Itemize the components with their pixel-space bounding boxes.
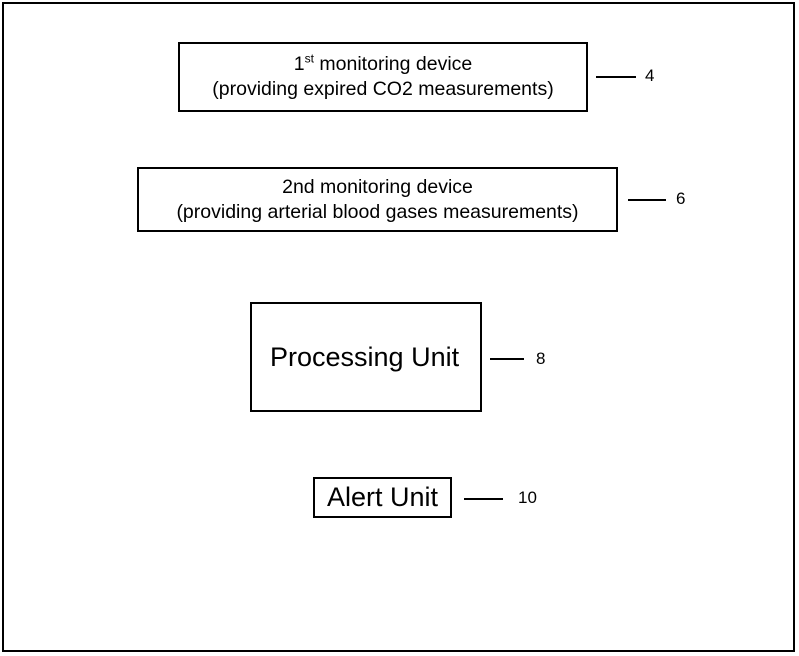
block-processing-unit-label: Processing Unit xyxy=(270,341,460,372)
first-device-ordinal-number: 1 xyxy=(293,53,305,76)
block-alert-unit: Alert Unit xyxy=(313,477,452,518)
reference-numeral-8: 8 xyxy=(536,349,546,368)
leader-line-4 xyxy=(596,76,636,78)
block-first-monitoring-device: 1st monitoring device(providing expired … xyxy=(178,42,588,112)
reference-numeral-4: 4 xyxy=(645,66,655,85)
leader-line-6 xyxy=(628,199,666,201)
leader-line-10 xyxy=(464,498,503,500)
block-alert-unit-label: Alert Unit xyxy=(326,482,439,513)
reference-numeral-6: 6 xyxy=(676,189,686,208)
block-second-monitoring-device: 2nd monitoring device(providing arterial… xyxy=(137,167,618,232)
first-device-line2: (providing expired CO2 measurements) xyxy=(212,78,554,100)
second-device-line2: (providing arterial blood gases measurem… xyxy=(176,200,579,223)
block-second-monitoring-device-label: 2nd monitoring device(providing arterial… xyxy=(176,175,578,225)
block-first-monitoring-device-label: 1st monitoring device(providing expired … xyxy=(212,52,553,102)
first-device-line1-rest: monitoring device xyxy=(314,53,473,76)
first-device-ordinal-suffix: st xyxy=(304,51,314,66)
block-processing-unit: Processing Unit xyxy=(250,302,482,412)
reference-numeral-10: 10 xyxy=(518,488,537,507)
leader-line-8 xyxy=(490,358,524,360)
second-device-line1: 2nd monitoring device xyxy=(282,175,473,198)
